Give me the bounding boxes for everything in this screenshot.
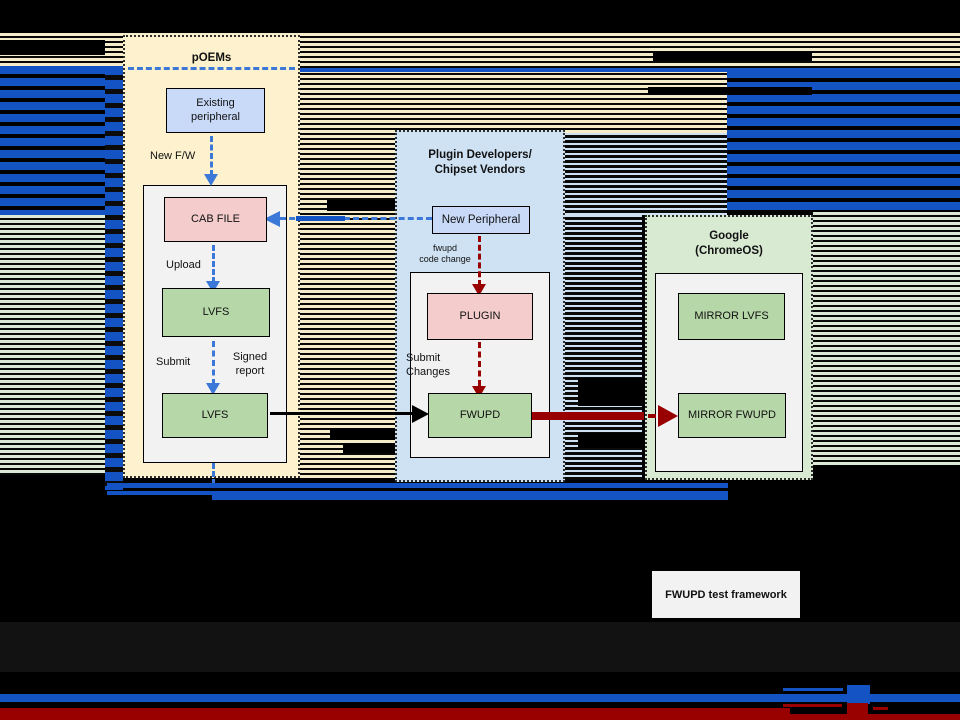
redaction-blob bbox=[653, 52, 812, 61]
node-new-peripheral: New Peripheral bbox=[432, 206, 530, 234]
glitch-stripe-green-left bbox=[0, 215, 105, 475]
redaction-blob bbox=[578, 378, 642, 406]
arrow-newperiph-to-cab-glitch bbox=[296, 216, 345, 221]
panel-poems-title: pOEMs bbox=[191, 52, 232, 64]
node-plugin-label: PLUGIN bbox=[459, 309, 501, 322]
glitch-stripe-tan-gap bbox=[300, 135, 395, 478]
node-mirror-lvfs: MIRROR LVFS bbox=[678, 293, 785, 340]
node-mirror-fwupd: MIRROR FWUPD bbox=[678, 393, 786, 438]
glitch-stripe-green-right bbox=[813, 212, 960, 465]
node-lvfs-submit-label: LVFS bbox=[201, 408, 229, 421]
legend-red-dash bbox=[873, 707, 888, 710]
arrow-plugin-to-fwupd bbox=[478, 342, 481, 386]
panel-plugin-devs-title-line2: Chipset Vendors bbox=[434, 163, 526, 176]
arrow-newperiph-to-cab bbox=[280, 217, 432, 220]
fwupd-test-framework-box: FWUPD test framework bbox=[652, 571, 800, 618]
label-fwupd-code-change-line2: code change bbox=[419, 254, 471, 265]
label-signed-report: Signed report bbox=[226, 351, 274, 379]
arrow-fwupd-to-mirror bbox=[532, 412, 644, 420]
node-existing-peripheral: Existing peripheral bbox=[166, 88, 265, 133]
label-submit-changes: Submit Changes bbox=[406, 352, 450, 380]
arrowhead-existing-to-cab bbox=[204, 174, 218, 186]
arrowhead-lvfs-to-lvfs bbox=[206, 383, 220, 395]
legend-red-line bbox=[783, 704, 842, 707]
panel-plugin-devs-title-line1: Plugin Developers/ bbox=[428, 149, 532, 161]
arrow-cab-to-lvfs bbox=[212, 245, 215, 283]
panel-google-title-line1: Google bbox=[709, 230, 749, 242]
redaction-blob bbox=[343, 443, 395, 453]
panel-google-title-line2: (ChromeOS) bbox=[695, 244, 763, 257]
label-submit: Submit bbox=[156, 356, 191, 368]
arrow-lvfs-to-fwupd bbox=[270, 412, 417, 415]
arrow-existing-to-cab bbox=[210, 136, 213, 176]
node-existing-peripheral-line1: Existing bbox=[196, 96, 235, 109]
label-new-fw: New F/W bbox=[150, 150, 196, 162]
label-submit-changes-line1: Submit bbox=[406, 352, 441, 364]
arrow-poems-stub bbox=[212, 463, 215, 485]
redaction-blob bbox=[327, 200, 395, 211]
glitch-blue-bar-under-diagram-1 bbox=[107, 483, 728, 488]
arrowhead-newperiph-to-cab bbox=[264, 211, 280, 227]
arrow-newperiph-to-plugin bbox=[478, 236, 481, 286]
label-submit-changes-line2: Changes bbox=[406, 365, 451, 378]
poems-header-divider bbox=[128, 67, 295, 70]
node-cab-file: CAB FILE bbox=[164, 197, 267, 242]
label-fwupd-code-change: fwupd code change bbox=[410, 243, 480, 266]
glitch-stripe-blue-left bbox=[0, 66, 123, 215]
redaction-blob bbox=[0, 40, 105, 55]
node-fwupd-label: FWUPD bbox=[459, 408, 501, 421]
legend-red-swatch bbox=[847, 703, 868, 715]
glitch-stripe-tan-mid bbox=[300, 70, 727, 135]
legend-blue-swatch bbox=[847, 685, 870, 704]
glitch-blue-rule bbox=[300, 68, 960, 72]
glitch-blue-bar-under-diagram-3 bbox=[107, 491, 212, 495]
node-existing-peripheral-line2: peripheral bbox=[191, 110, 240, 123]
label-fwupd-code-change-line1: fwupd bbox=[432, 243, 458, 253]
label-signed-report-line1: Signed bbox=[232, 351, 268, 363]
label-upload: Upload bbox=[166, 259, 201, 271]
glitch-blue-column bbox=[105, 66, 123, 490]
panel-google-title: Google (ChromeOS) bbox=[647, 229, 811, 259]
redaction-blob bbox=[330, 428, 395, 440]
node-plugin: PLUGIN bbox=[427, 293, 533, 340]
panel-plugin-devs-title: Plugin Developers/ Chipset Vendors bbox=[397, 148, 563, 178]
glitch-blue-bar-under-diagram-2 bbox=[212, 491, 728, 500]
fwupd-test-framework-label: FWUPD test framework bbox=[665, 588, 787, 601]
node-cab-file-label: CAB FILE bbox=[191, 212, 240, 225]
arrowhead-fwupd-to-mirror bbox=[658, 405, 678, 427]
node-lvfs-submit: LVFS bbox=[162, 393, 268, 438]
arrowhead-lvfs-to-fwupd bbox=[412, 405, 429, 423]
label-signed-report-line2: report bbox=[235, 364, 265, 377]
redaction-blob bbox=[648, 87, 812, 95]
glitch-bottom-red-bar bbox=[0, 714, 960, 720]
node-fwupd: FWUPD bbox=[428, 393, 532, 438]
node-lvfs-upload: LVFS bbox=[162, 288, 270, 337]
glitch-dark-band bbox=[0, 622, 960, 672]
glitch-bottom-blue-bar bbox=[0, 694, 960, 702]
node-mirror-lvfs-label: MIRROR LVFS bbox=[694, 309, 769, 322]
arrow-lvfs-to-lvfs bbox=[212, 341, 215, 385]
arrow-fwupd-to-mirror-dash bbox=[648, 414, 656, 418]
legend-blue-line bbox=[783, 688, 843, 691]
node-lvfs-upload-label: LVFS bbox=[202, 305, 230, 318]
node-mirror-fwupd-label: MIRROR FWUPD bbox=[688, 408, 776, 421]
glitch-stripe-lightblue-top bbox=[565, 133, 727, 215]
redaction-blob bbox=[578, 433, 642, 448]
node-new-peripheral-label: New Peripheral bbox=[441, 213, 521, 226]
